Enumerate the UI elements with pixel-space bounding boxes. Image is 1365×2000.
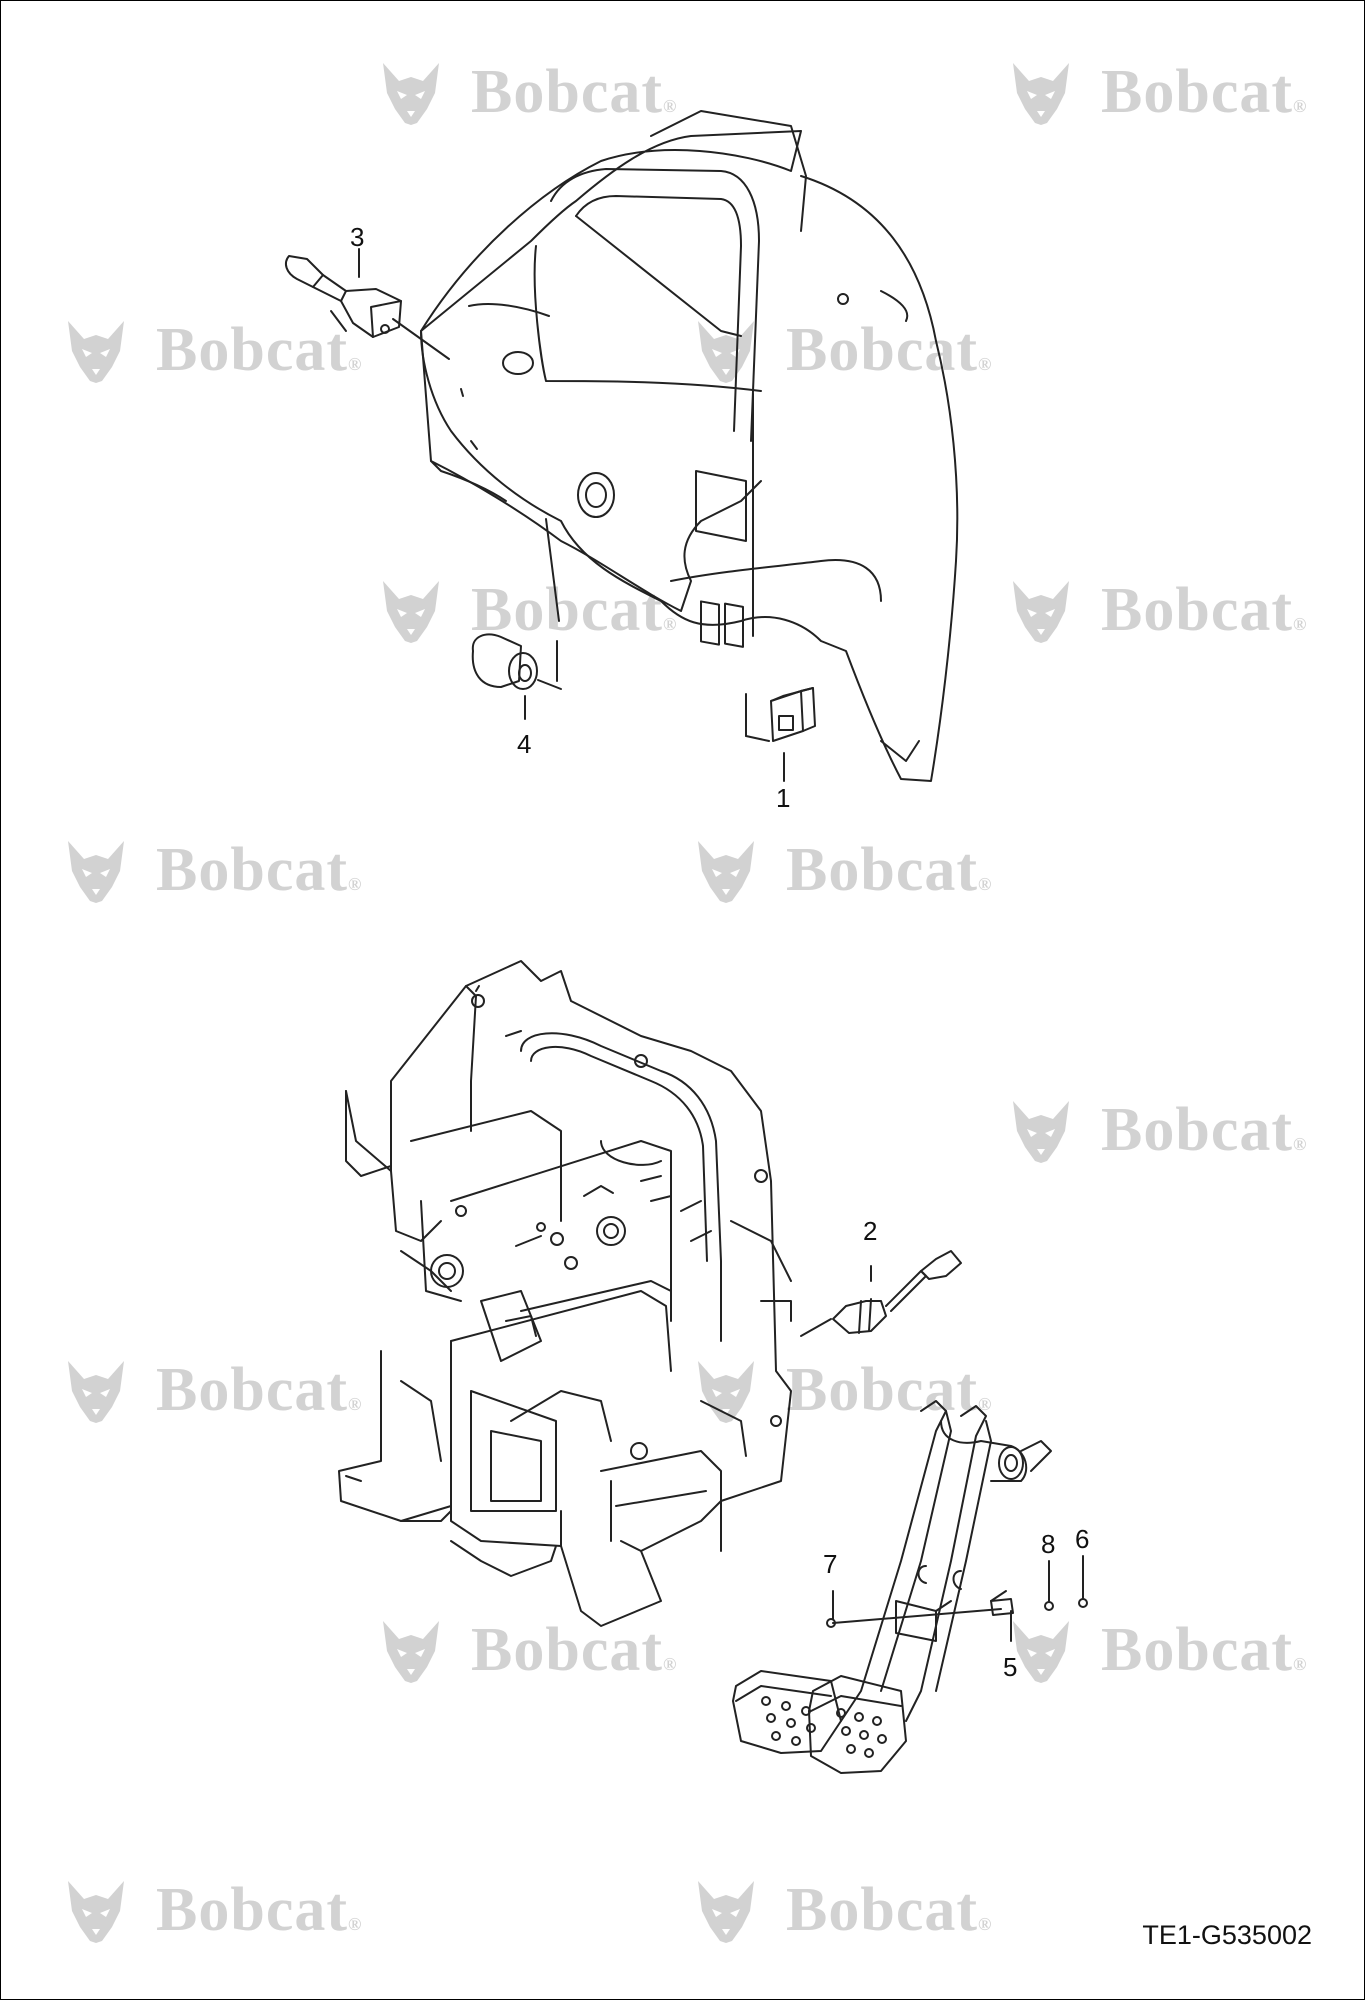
registered-mark: ® [978,354,993,374]
watermark-text: Bobcat® [471,1616,678,1684]
bobcat-head-logo [68,841,124,903]
bobcat-head-logo [1013,1621,1069,1683]
watermark-text: Bobcat® [786,836,993,904]
bobcat-head-logo [383,63,439,125]
steering-column-cover [421,111,957,781]
registered-mark: ® [348,354,363,374]
watermark-text: Bobcat® [471,58,678,126]
watermark-text: Bobcat® [156,836,363,904]
bobcat-head-logo [383,1621,439,1683]
registered-mark: ® [348,1394,363,1414]
part-4-knob [473,635,537,689]
callout-4: 4 [517,729,532,759]
registered-mark: ® [348,874,363,894]
callout-3: 3 [350,222,365,252]
registered-mark: ® [348,1914,363,1934]
callout-7: 7 [823,1549,838,1579]
pedal-hardware [827,1556,1087,1641]
part-1-rocker-switch [771,688,815,741]
bobcat-head-logo [1013,581,1069,643]
watermark-text: Bobcat® [786,1876,993,1944]
bobcat-head-logo [68,1881,124,1943]
bobcat-head-logo [68,1361,124,1423]
callout-1: 1 [776,783,791,813]
registered-mark: ® [663,614,678,634]
watermark-text: Bobcat® [1101,58,1308,126]
part-3-combination-switch [286,256,401,337]
registered-mark: ® [978,1914,993,1934]
bobcat-head-logo [1013,1101,1069,1163]
watermark-text: Bobcat® [471,576,678,644]
bobcat-head-logo [698,1881,754,1943]
watermark-text: Bobcat® [1101,576,1308,644]
bobcat-head-logo [1013,63,1069,125]
watermark-text: Bobcat® [1101,1096,1308,1164]
watermark-text: Bobcat® [1101,1616,1308,1684]
callout-8: 8 [1041,1529,1056,1559]
brake-pedal-assembly [733,1401,1051,1773]
drawing-code: TE1-G535002 [1142,1920,1312,1950]
callout-6: 6 [1075,1524,1090,1554]
watermark-text: Bobcat® [786,316,993,384]
registered-mark: ® [663,1654,678,1674]
watermark-text: Bobcat® [156,1356,363,1424]
registered-mark: ® [663,96,678,116]
watermark-text: Bobcat® [156,316,363,384]
registered-mark: ® [978,874,993,894]
bobcat-head-logo [68,321,124,383]
registered-mark: ® [1293,614,1308,634]
bobcat-head-logo [698,841,754,903]
registered-mark: ® [1293,96,1308,116]
registered-mark: ® [978,1394,993,1414]
bobcat-head-logo [383,581,439,643]
callout-2: 2 [863,1216,878,1246]
registered-mark: ® [1293,1134,1308,1154]
callout-5: 5 [1003,1652,1018,1682]
watermark-text: Bobcat® [156,1876,363,1944]
registered-mark: ® [1293,1654,1308,1674]
part-2-brake-switch-sensor [833,1251,961,1333]
pedal-mount-frame [339,961,791,1626]
